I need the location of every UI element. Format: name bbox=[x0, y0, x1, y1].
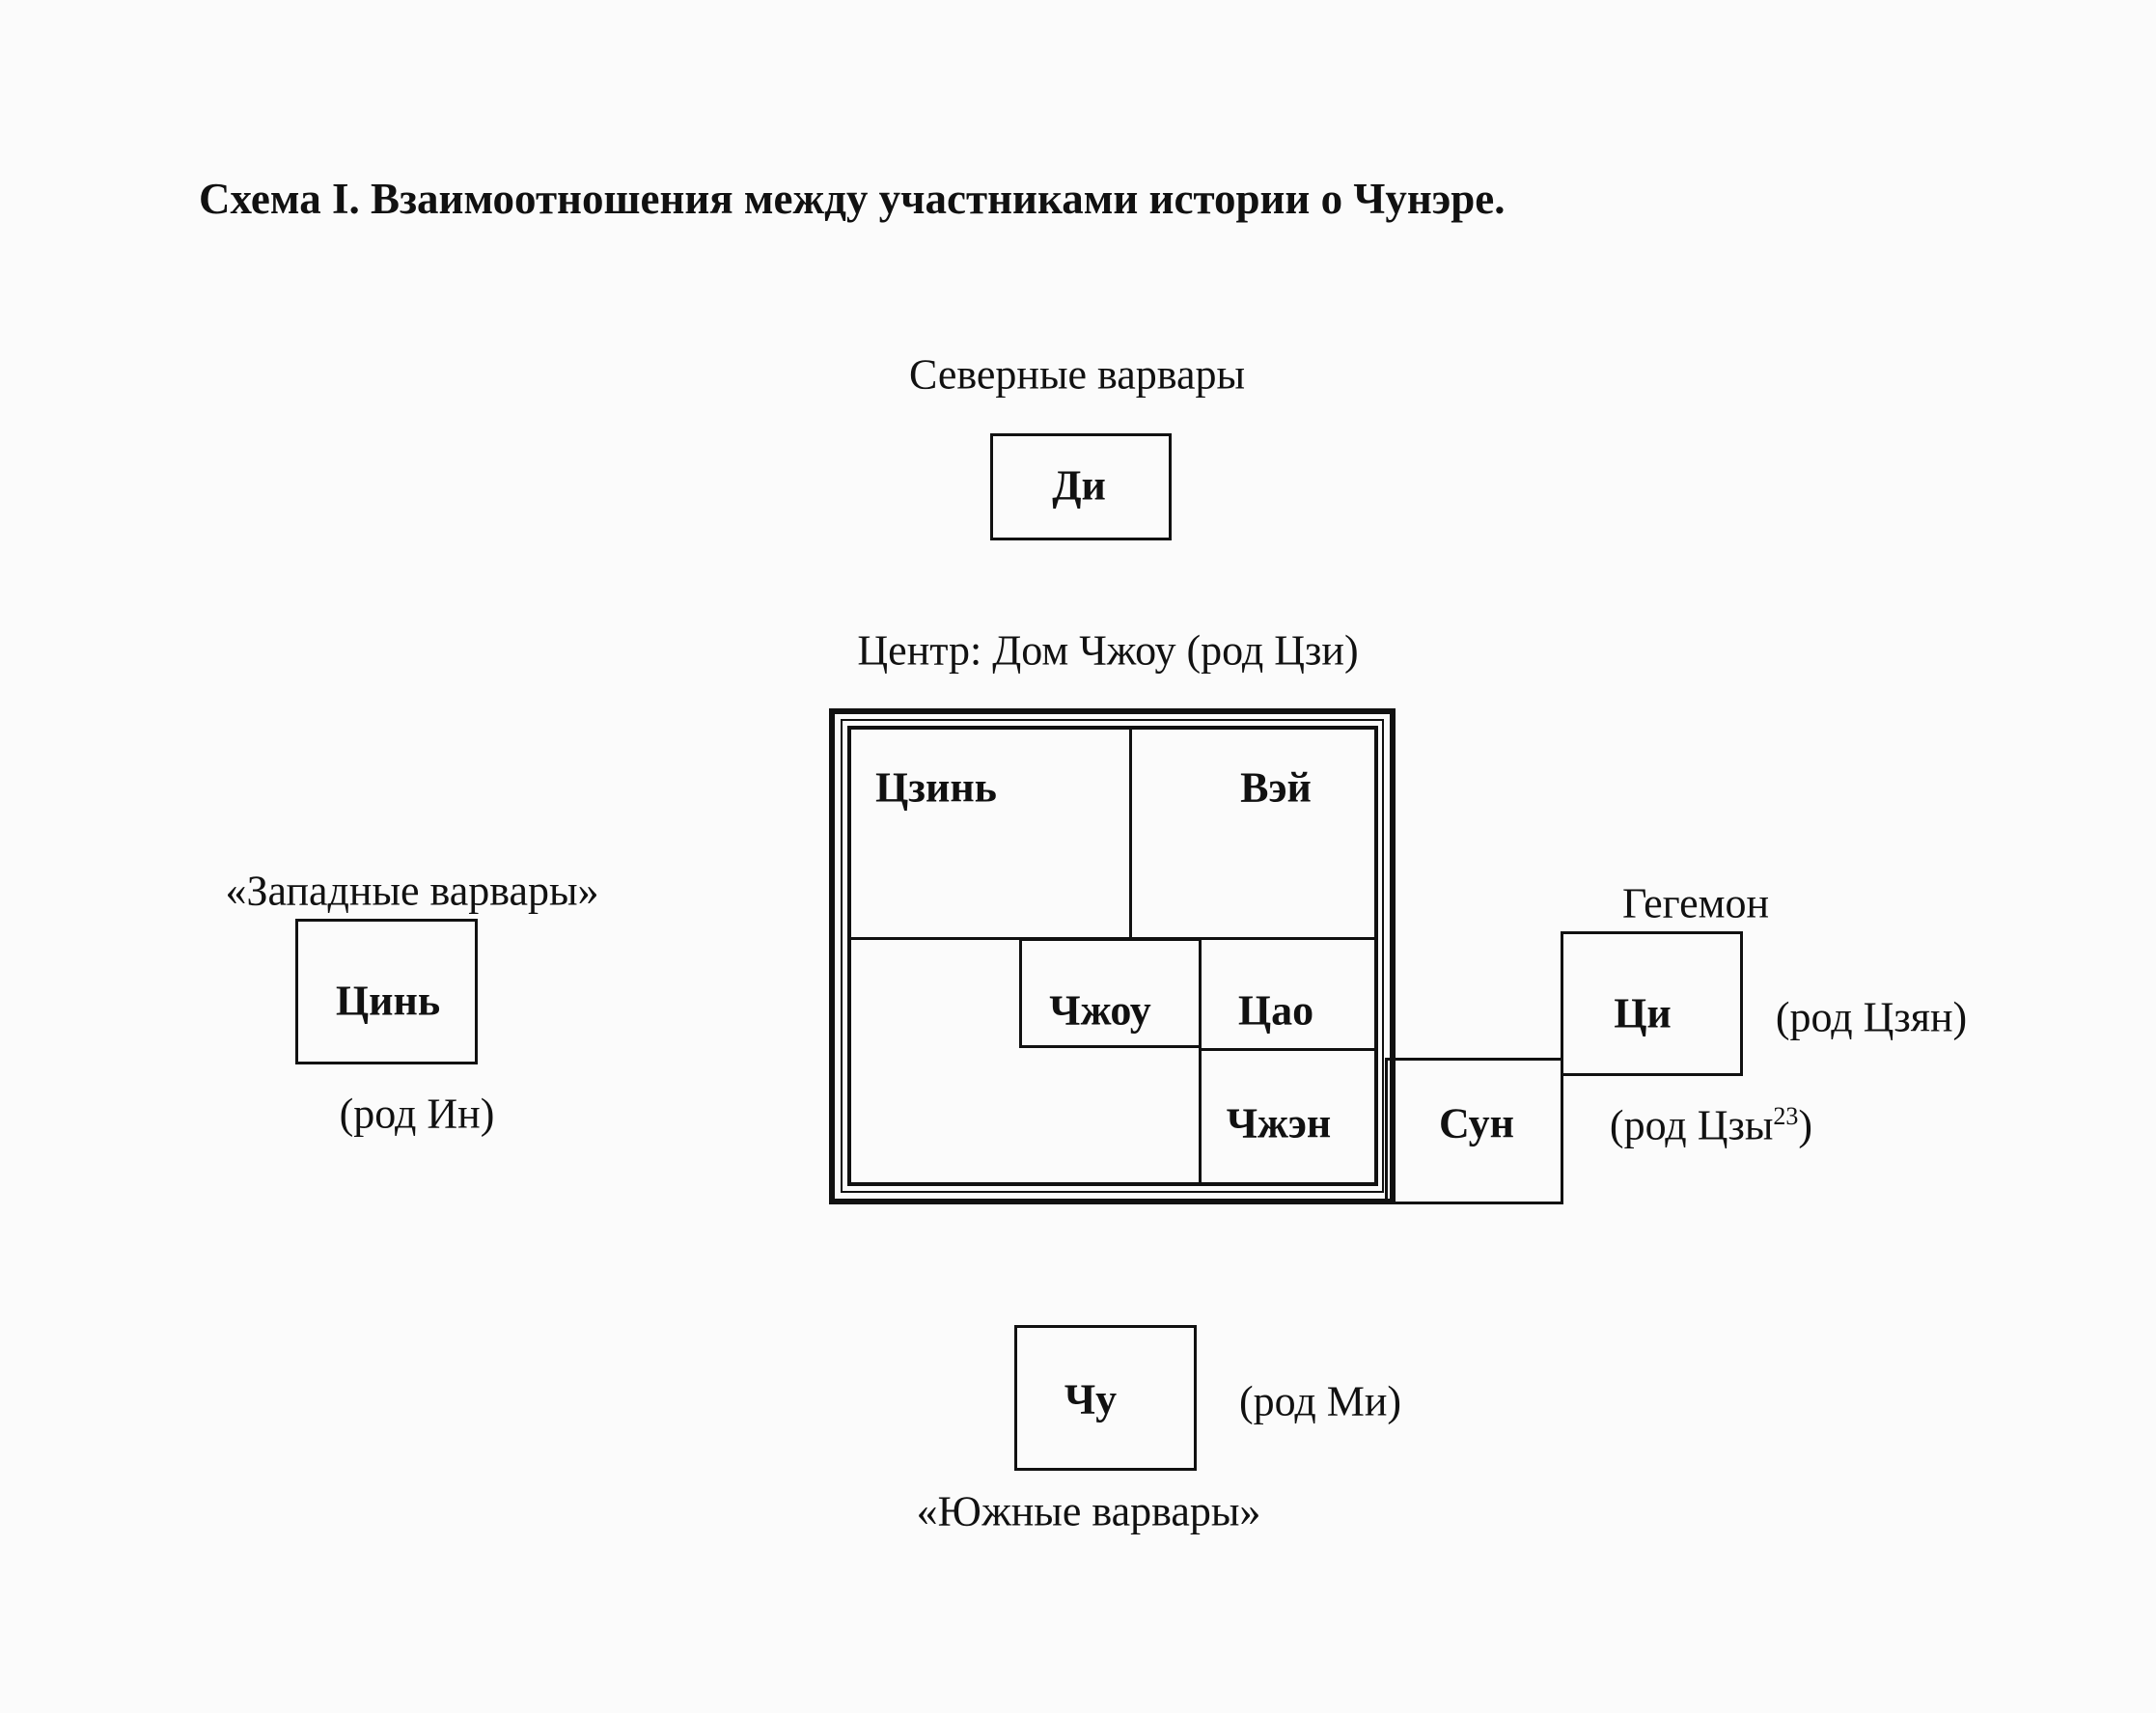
song-clan-text: (род Цзы bbox=[1609, 1101, 1774, 1149]
qi-box bbox=[1561, 931, 1743, 1076]
zheng-label: Чжэн bbox=[1226, 1099, 1332, 1147]
footnote-ref: 23 bbox=[1773, 1101, 1799, 1130]
center-outer-frame bbox=[829, 708, 1396, 1204]
di-box bbox=[990, 433, 1172, 540]
qin-box bbox=[295, 919, 478, 1064]
qi-label: Ци bbox=[1614, 989, 1672, 1037]
center-caption: Центр: Дом Чжоу (род Цзи) bbox=[857, 626, 1359, 675]
chu-clan: (род Ми) bbox=[1238, 1377, 1402, 1425]
qin-label: Цинь bbox=[335, 977, 441, 1025]
song-box bbox=[1385, 1058, 1563, 1204]
jin-label: Цзинь bbox=[875, 763, 997, 812]
divider-cao-zheng bbox=[1199, 938, 1202, 1185]
chu-box bbox=[1014, 1325, 1197, 1471]
di-label: Ди bbox=[1052, 461, 1106, 510]
song-label: Сун bbox=[1438, 1099, 1515, 1147]
hegemon-caption: Гегемон bbox=[1621, 879, 1770, 927]
west-caption: «Западные варвары» bbox=[225, 867, 599, 915]
cao-label: Цао bbox=[1237, 986, 1314, 1035]
song-clan: (род Цзы23) bbox=[1610, 1101, 1812, 1150]
wei-label: Вэй bbox=[1240, 763, 1312, 812]
south-caption: «Южные варвары» bbox=[916, 1487, 1261, 1535]
song-clan-close: ) bbox=[1798, 1101, 1813, 1149]
qin-clan: (род Ин) bbox=[339, 1090, 495, 1138]
zhou-label: Чжоу bbox=[1049, 986, 1151, 1035]
north-caption: Северные варвары bbox=[908, 350, 1246, 399]
divider-jin-wei bbox=[1129, 728, 1132, 939]
qi-clan: (род Цзян) bbox=[1775, 993, 1968, 1041]
divider-cao-zheng-h bbox=[1199, 1048, 1378, 1051]
center-inner-frame bbox=[847, 726, 1378, 1186]
diagram-title: Схема I. Взаимоотношения между участника… bbox=[199, 175, 1506, 223]
chu-label: Чу bbox=[1064, 1375, 1118, 1423]
center-middle-frame bbox=[841, 719, 1384, 1193]
